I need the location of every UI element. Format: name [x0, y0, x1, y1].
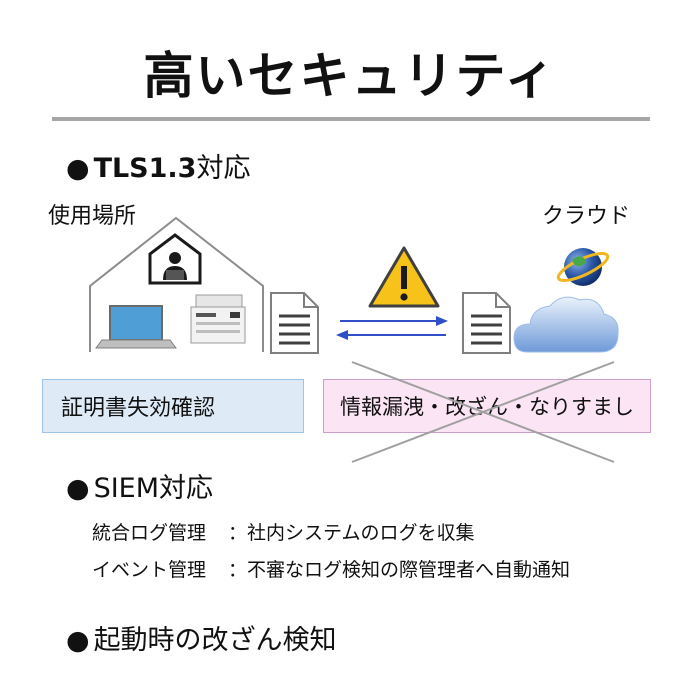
- exchange-arrows: [336, 316, 448, 340]
- boot-label: 起動時の改ざん検知: [93, 625, 337, 656]
- house-icon: [89, 216, 264, 352]
- bullet-tls: ●TLS1.3対応: [66, 146, 250, 185]
- laptop-icon: [95, 305, 177, 349]
- tls-version: TLS1.3: [93, 153, 197, 184]
- bullet-dot: ●: [66, 625, 90, 656]
- threat-box: 情報漏洩・改ざん・なりすまし: [323, 379, 651, 433]
- siem-item-log-management: 統合ログ管理 ：社内システムのログを収集: [92, 518, 474, 545]
- title-divider: [52, 117, 650, 121]
- document-icon: [462, 292, 511, 354]
- siem-item-value: 不審なログ検知の際管理者へ自動通知: [247, 559, 571, 581]
- tls-suffix: 対応: [196, 153, 251, 184]
- cloud-icon: [513, 296, 619, 353]
- bullet-dot: ●: [66, 473, 90, 504]
- siem-item-key: イベント管理: [92, 559, 207, 581]
- siem-item-sep: ：: [228, 522, 248, 544]
- bullet-siem: ●SIEM対応: [66, 466, 213, 505]
- cloud-label: クラウド: [542, 204, 631, 229]
- user-icon: [148, 233, 202, 285]
- site-label: 使用場所: [48, 204, 137, 229]
- warning-icon: [368, 246, 440, 308]
- siem-item-key: 統合ログ管理: [92, 522, 207, 544]
- certificate-revocation-box: 証明書失効確認: [42, 379, 304, 433]
- bullet-boot-tamper-detection: ●起動時の改ざん検知: [66, 618, 337, 657]
- siem-item-sep: ：: [228, 559, 248, 581]
- page-title: 高いセキュリティ: [143, 47, 557, 105]
- globe-icon: [556, 248, 610, 286]
- siem-item-event-management: イベント管理 ：不審なログ検知の際管理者へ自動通知: [92, 555, 570, 582]
- document-icon: [270, 292, 319, 354]
- printer-icon: [190, 294, 246, 344]
- siem-label: SIEM対応: [93, 473, 214, 504]
- siem-item-value: 社内システムのログを収集: [247, 522, 475, 544]
- bullet-dot: ●: [66, 153, 90, 184]
